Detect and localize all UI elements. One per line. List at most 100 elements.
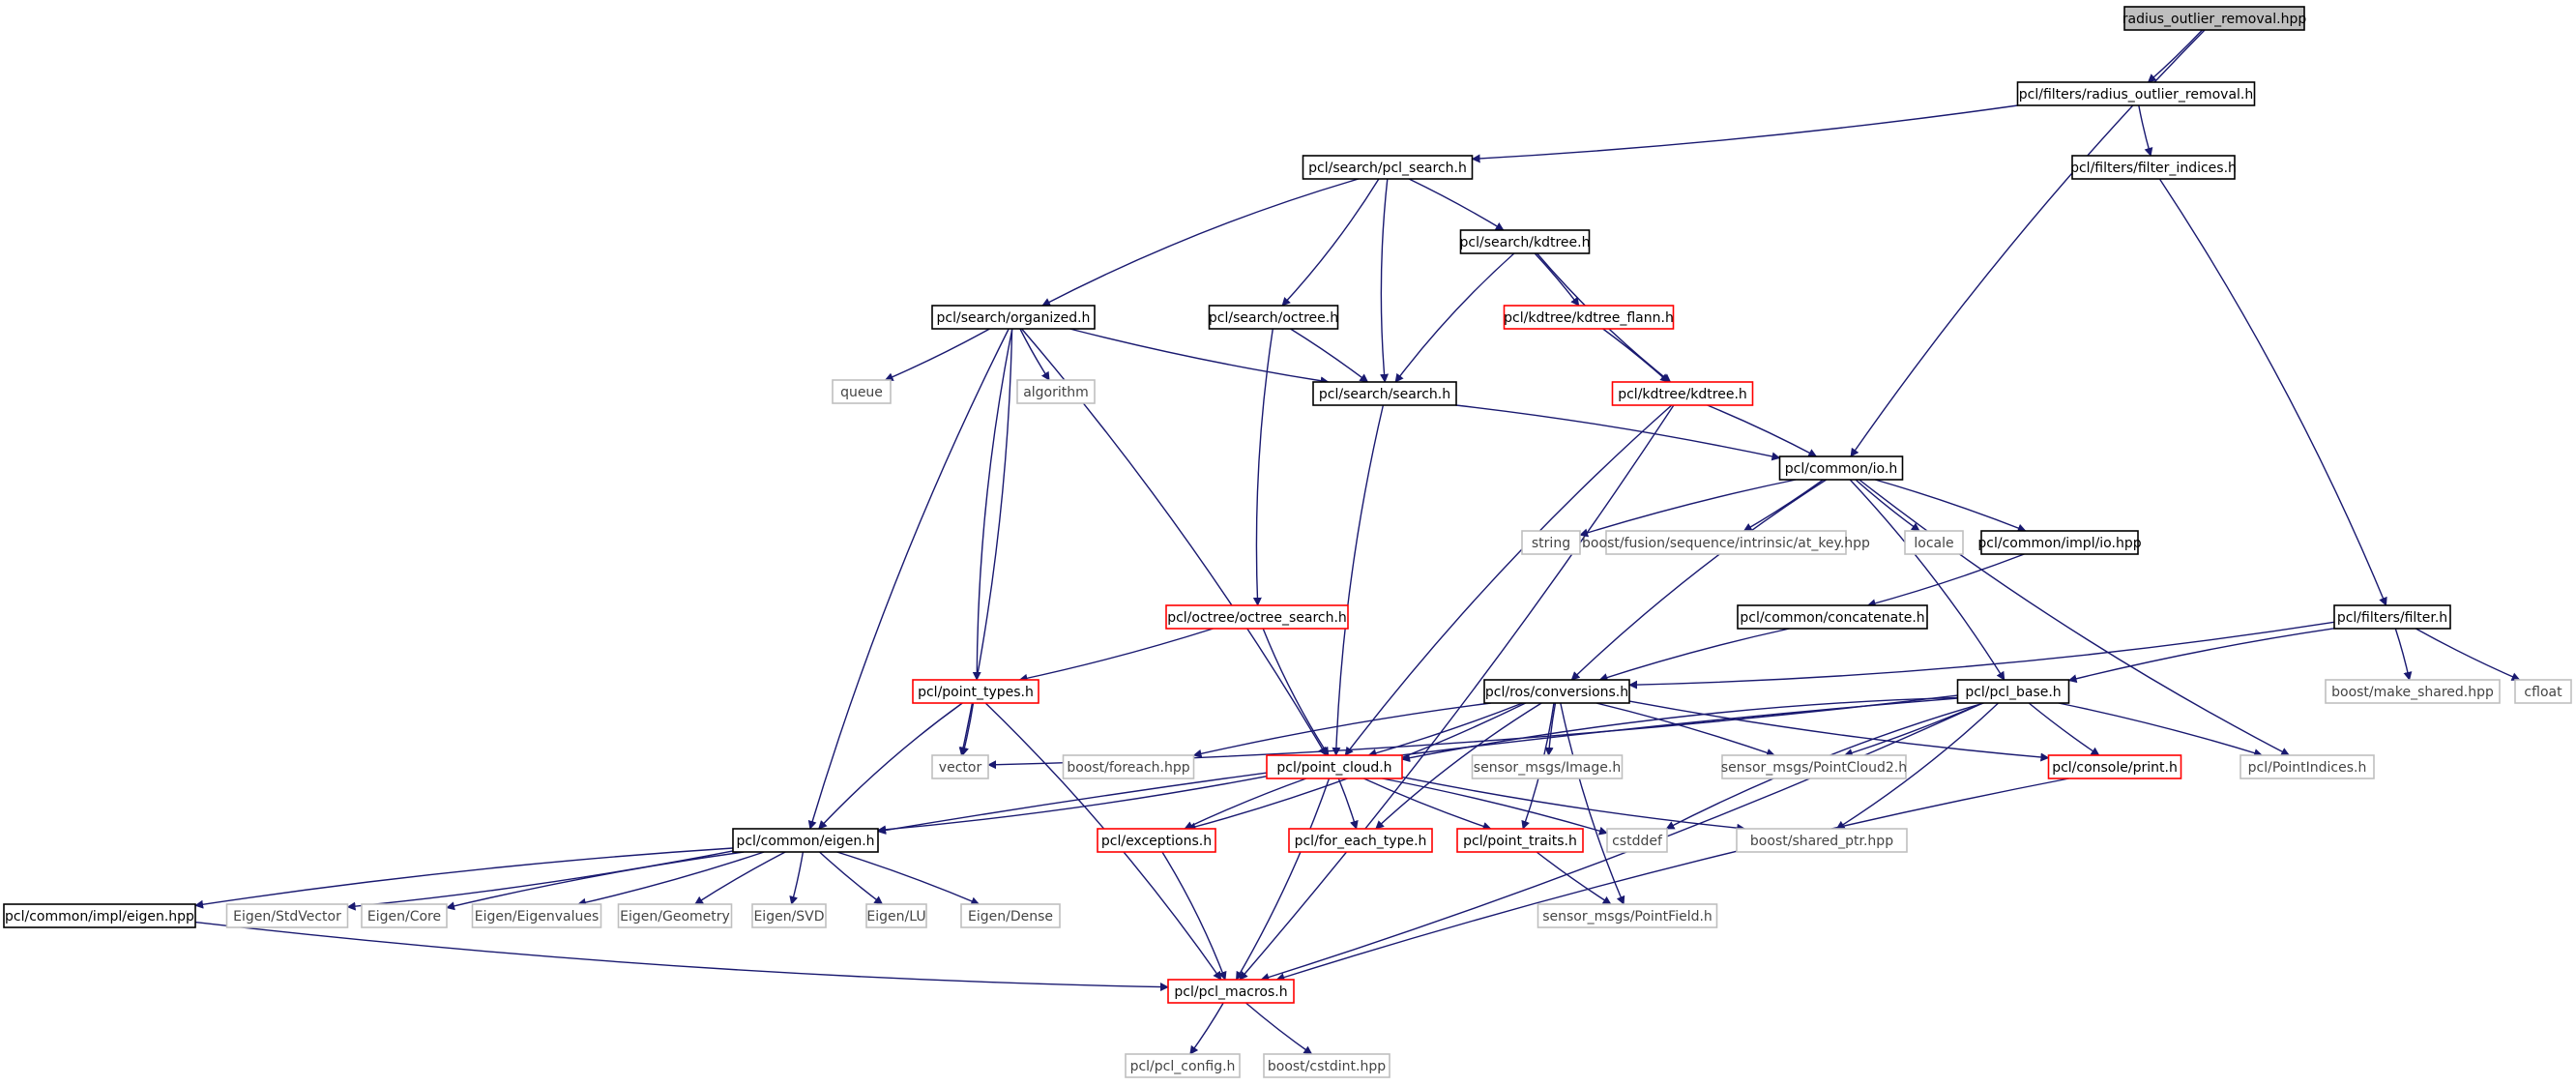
edge-pcl_base-to-shared_ptr (1835, 702, 2000, 830)
edge-line (1560, 702, 1625, 905)
edge-point_types-to-vector (960, 702, 975, 756)
edge-search_pcl_search-to-search_octree (1281, 178, 1380, 307)
node-box (865, 903, 927, 928)
node-point-cloud[interactable]: pcl/point_cloud.h (1266, 754, 1403, 779)
node-label: pcl/kdtree/kdtree.h (1618, 387, 1747, 402)
edge-impl_io-to-concatenate (1866, 553, 2025, 608)
node-console-print[interactable]: pcl/console/print.h (2047, 754, 2182, 779)
node-common-io[interactable]: pcl/common/io.h (1778, 455, 1904, 481)
node-label: pcl/filters/filter.h (2337, 610, 2447, 626)
node-filter-indices[interactable]: pcl/filters/filter_indices.h (2070, 155, 2237, 180)
node-cstddef: cstddef (1606, 828, 1668, 853)
node-label: sensor_msgs/Image.h (1474, 760, 1621, 776)
node-impl-eigen[interactable]: pcl/common/impl/eigen.hpp (3, 903, 196, 928)
node-label: Eigen/Core (367, 909, 441, 925)
node-box (1605, 530, 1847, 555)
edge-pcl_base-to-point_indices (2058, 702, 2264, 757)
edge-line (1281, 178, 1380, 307)
node-box (1736, 828, 1908, 853)
node-impl-io[interactable]: pcl/common/impl/io.hpp (1977, 530, 2142, 555)
edge-line (836, 851, 981, 905)
node-octree-search[interactable]: pcl/octree/octree_search.h (1165, 604, 1349, 630)
node-label: pcl/search/octree.h (1209, 310, 1338, 326)
node-common-eigen[interactable]: pcl/common/eigen.h (732, 828, 879, 853)
node-search-pcl-search[interactable]: pcl/search/pcl_search.h (1302, 155, 1474, 180)
edge-line (1235, 778, 1331, 981)
node-box (1288, 828, 1433, 853)
edge-common_eigen-to-impl_eigen (194, 847, 734, 909)
node-cfloat: cfloat (2514, 679, 2572, 704)
edge-kdtree_kdtree-to-point_cloud (1344, 404, 1673, 756)
edge-line (2058, 702, 2264, 757)
node-point-traits[interactable]: pcl/point_traits.h (1456, 828, 1584, 853)
edge-line (2158, 178, 2387, 606)
node-label: pcl/point_traits.h (1463, 834, 1577, 849)
edge-line (1367, 702, 1523, 758)
node-box (1459, 229, 1591, 254)
node-label: Eigen/Dense (968, 909, 1053, 925)
node-label: pcl/common/eigen.h (736, 834, 874, 849)
node-eigen-svd: Eigen/SVD (751, 903, 827, 928)
node-box (2071, 155, 2236, 180)
node-string: string (1521, 530, 1581, 555)
node-at-key: boost/fusion/sequence/intrinsic/at_key.h… (1582, 530, 1870, 555)
node-label: sensor_msgs/PointCloud2.h (1721, 760, 1907, 776)
edge-octree_search-to-point_cloud (1262, 628, 1330, 756)
node-kdtree-kdtree[interactable]: pcl/kdtree/kdtree.h (1611, 381, 1754, 406)
node-kdtree[interactable]: pcl/search/kdtree.h (1459, 229, 1591, 254)
edge-line (1455, 404, 1781, 461)
edge-line (1859, 479, 2291, 756)
node-algorithm: algorithm (1016, 379, 1096, 404)
node-box (1208, 305, 1339, 330)
edge-line (960, 702, 975, 756)
node-box (912, 679, 1039, 704)
edge-line (1401, 776, 1746, 833)
edge-conversions-to-pointfield (1560, 702, 1625, 905)
edge-line (1742, 479, 1824, 532)
edge-octree_search-to-point_types (1018, 628, 1214, 683)
edge-filter_h-to-pcl_base (2067, 628, 2335, 684)
node-pcl-macros[interactable]: pcl/pcl_macros.h (1167, 979, 1295, 1004)
edge-line (1069, 328, 1330, 386)
node-box (1125, 1053, 1241, 1078)
edge-line (1239, 404, 1675, 981)
edge-root-to-filters_ror (2147, 29, 2204, 83)
node-exceptions[interactable]: pcl/exceptions.h (1097, 828, 1216, 853)
edge-line (807, 328, 1010, 830)
node-label: vector (939, 760, 982, 776)
nodes-layer: radius_outlier_removal.hpp pcl/filters/ra… (3, 6, 2572, 1078)
node-search-search[interactable]: pcl/search/search.h (1312, 381, 1457, 406)
node-label: pcl/search/pcl_search.h (1308, 161, 1467, 176)
edge-pcl_base-to-console_print (2028, 702, 2100, 756)
node-box (751, 903, 827, 928)
node-conversions[interactable]: pcl/ros/conversions.h (1483, 679, 1630, 704)
node-vector: vector (931, 754, 989, 779)
edge-common_eigen-to-eigen_dense (836, 851, 981, 905)
node-concatenate[interactable]: pcl/common/concatenate.h (1737, 604, 1928, 630)
node-search-octree[interactable]: pcl/search/octree.h (1208, 305, 1339, 330)
node-shared-ptr: boost/shared_ptr.hpp (1736, 828, 1908, 853)
edge-common_eigen-to-eigen_eigenvalues (576, 851, 765, 907)
node-box (931, 305, 1096, 330)
node-pointfield: sensor_msgs/PointField.h (1537, 903, 1718, 928)
node-box (1302, 155, 1474, 180)
edge-line (1628, 700, 2050, 762)
node-filter-h[interactable]: pcl/filters/filter.h (2333, 604, 2451, 630)
edge-conversions-to-foreach (1192, 702, 1491, 758)
node-filters-ror[interactable]: pcl/filters/radius_outlier_removal.h (2016, 81, 2256, 106)
edge-console_print-to-pcl_macros (1275, 778, 2069, 982)
node-box (1537, 903, 1718, 928)
node-kdtree-flann[interactable]: pcl/kdtree/kdtree_flann.h (1503, 305, 1675, 330)
node-label: pcl/console/print.h (2052, 760, 2178, 776)
edge-pcl_base-to-pointcloud2 (1843, 702, 1983, 757)
node-point-types[interactable]: pcl/point_types.h (912, 679, 1039, 704)
node-label: boost/fusion/sequence/intrinsic/at_key.h… (1582, 536, 1870, 551)
node-organized[interactable]: pcl/search/organized.h (931, 305, 1096, 330)
node-box (931, 754, 989, 779)
node-pcl-base[interactable]: pcl/pcl_base.h (1956, 679, 2070, 704)
edge-search_search-to-common_io (1455, 404, 1781, 461)
node-for-each-type[interactable]: pcl/for_each_type.h (1288, 828, 1433, 853)
node-label: pcl/search/search.h (1319, 387, 1450, 402)
node-root[interactable]: radius_outlier_removal.hpp (2122, 6, 2307, 31)
edge-organized-to-queue (884, 328, 990, 381)
